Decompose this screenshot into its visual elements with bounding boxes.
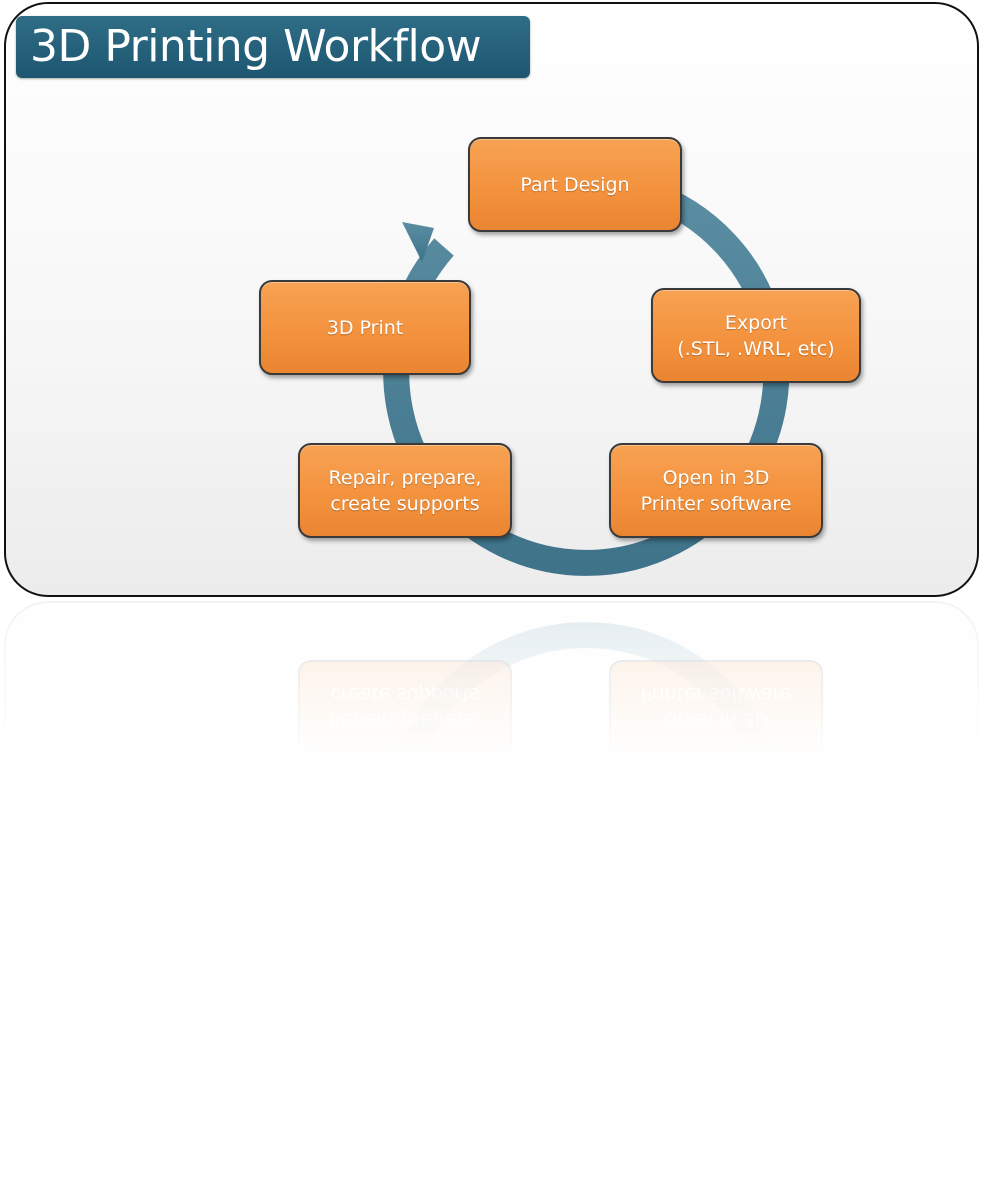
reflection-ring [383,622,790,761]
reflection-step: Open in 3D Printer software [609,660,823,755]
diagram-card: 3D Printing Workflow Part Design Export … [4,2,979,597]
reflection-step: Repair, prepare, create supports [298,660,512,755]
step-part-design: Part Design [468,137,682,232]
step-repair-prepare: Repair, prepare, create supports [298,443,512,538]
reflection-step-label: Open in 3D Printer software [640,683,792,732]
step-open-in-3d-printer-software: Open in 3D Printer software [609,443,823,538]
step-label: Export (.STL, .WRL, etc) [677,311,835,360]
step-label: Repair, prepare, create supports [328,466,482,515]
arrowhead-icon [402,222,434,262]
step-label: 3D Print [326,316,404,339]
step-export: Export (.STL, .WRL, etc) [651,288,861,383]
step-label: Part Design [520,173,630,196]
reflection-surface: Open in 3D Printer software Repair, prep… [4,601,979,761]
cycle-arrow [383,169,790,576]
reflection-step-label: Repair, prepare, create supports [328,683,482,732]
card-reflection: Open in 3D Printer software Repair, prep… [4,601,979,761]
step-label: Open in 3D Printer software [640,466,792,515]
page-title: 3D Printing Workflow [30,21,482,72]
step-3d-print: 3D Print [259,280,471,375]
title-banner: 3D Printing Workflow [16,16,530,78]
